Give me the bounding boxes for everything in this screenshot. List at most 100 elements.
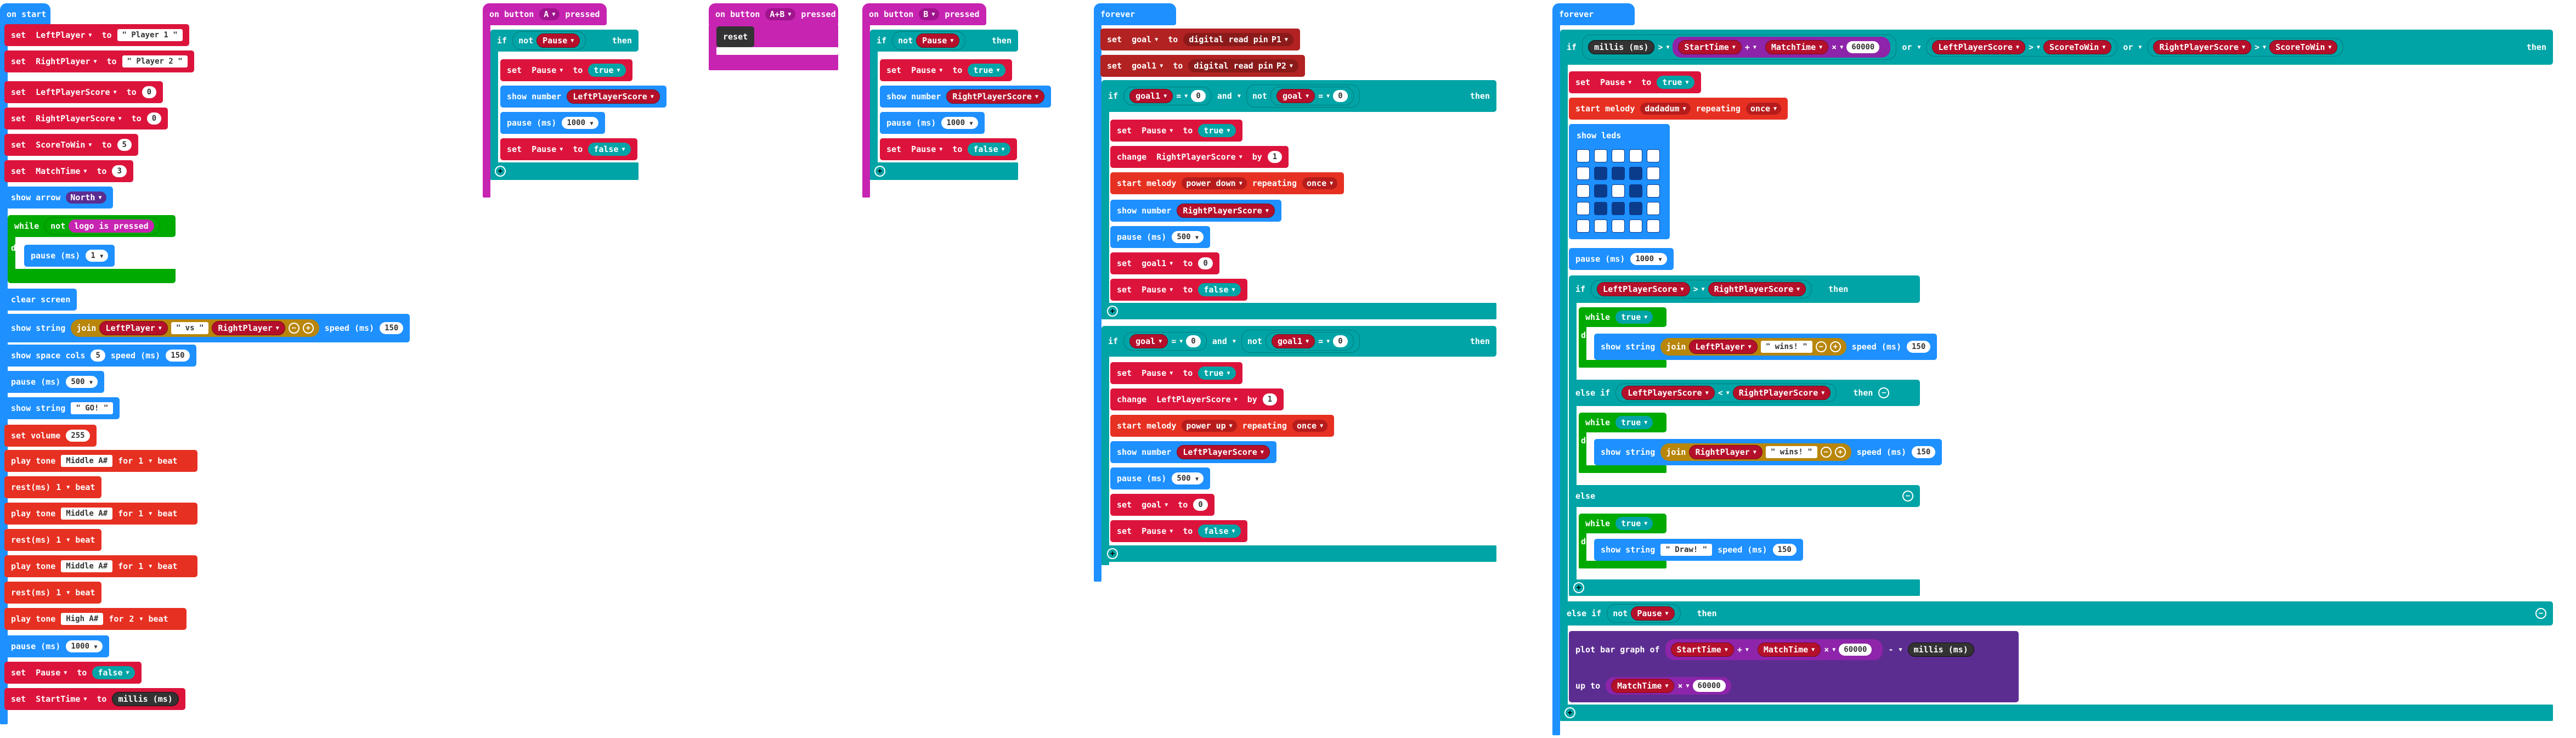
number-value[interactable]: 60000 — [1846, 41, 1880, 53]
clear-screen-block[interactable]: clear screen — [4, 289, 77, 311]
var-pill[interactable]: goal▼ — [1129, 334, 1168, 348]
var-dropdown[interactable]: Pause▼ — [907, 143, 947, 155]
pause-value[interactable]: 500 ▼ — [1172, 231, 1204, 243]
pause-value[interactable]: 1 ▼ — [86, 250, 109, 262]
var-dropdown[interactable]: goal▼ — [1127, 33, 1162, 46]
add-else-icon[interactable]: + — [495, 166, 506, 177]
compare-pill[interactable]: LeftPlayerScore▼>▼RightPlayerScore▼ — [1591, 280, 1812, 298]
note-value[interactable]: High A# — [61, 613, 104, 625]
led-cell[interactable] — [1647, 149, 1660, 162]
number-value[interactable]: 0 — [1333, 90, 1348, 102]
show-string-draw-block[interactable]: show string" Draw! "speed (ms)150 — [1594, 539, 1803, 561]
compare-pill[interactable]: LeftPlayerScore▼>▼ScoreToWin▼ — [1926, 38, 2118, 57]
math-pill[interactable]: MatchTime▼×▼60000 — [1606, 677, 1731, 695]
bool-pill[interactable]: true▼ — [1198, 367, 1236, 380]
number-value[interactable]: 0 — [1193, 499, 1208, 511]
pause-block[interactable]: pause (ms)1000 ▼ — [500, 112, 605, 134]
var-pill[interactable]: goal▼ — [1276, 89, 1315, 103]
pause-1000-block[interactable]: pause (ms)1000 ▼ — [4, 635, 109, 657]
string-value[interactable]: " wins! " — [1760, 341, 1812, 353]
led-cell[interactable] — [1629, 219, 1642, 233]
add-else-icon[interactable]: + — [874, 166, 885, 177]
string-value[interactable]: " GO! " — [71, 402, 114, 414]
var-dropdown[interactable]: Pause▼ — [527, 143, 567, 155]
pause-block[interactable]: pause (ms)500 ▼ — [1110, 226, 1211, 248]
reset-block[interactable]: reset — [716, 26, 755, 47]
var-pill[interactable]: Pause▼ — [916, 33, 960, 48]
led-cell[interactable] — [1647, 167, 1660, 180]
else-block[interactable]: else− — [1569, 485, 1920, 507]
var-dropdown[interactable]: Pause▼ — [31, 667, 71, 679]
bool-pill[interactable]: true▼ — [1198, 124, 1236, 137]
pause-block[interactable]: pause (ms)500 ▼ — [1110, 467, 1211, 489]
millis-pill[interactable]: millis (ms) — [1588, 40, 1655, 54]
pause-value[interactable]: 1000 ▼ — [941, 117, 978, 129]
repeat-dropdown[interactable]: once▼ — [1292, 420, 1328, 432]
var-dropdown[interactable]: Pause▼ — [1137, 284, 1177, 296]
bool-pill[interactable]: false▼ — [968, 143, 1010, 156]
var-dropdown[interactable]: goal▼ — [1137, 499, 1172, 511]
number-value[interactable]: 1 — [1262, 393, 1278, 405]
pause-value[interactable]: 1000 ▼ — [1630, 253, 1667, 265]
led-cell[interactable] — [1577, 219, 1590, 233]
forever-2-hat[interactable]: forever — [1552, 3, 1635, 25]
math-pill[interactable]: MatchTime▼×▼60000 — [1759, 38, 1885, 56]
beat-dropdown[interactable]: 1 — [56, 588, 61, 598]
led-cell[interactable] — [1594, 184, 1607, 198]
var-pill[interactable]: Pause▼ — [536, 33, 580, 48]
var-pill[interactable]: LeftPlayerScore▼ — [1177, 445, 1270, 459]
number-value[interactable]: 0 — [1191, 90, 1206, 102]
compare-pill[interactable]: goal1▼=▼0 — [1123, 87, 1212, 105]
bool-pill[interactable]: true▼ — [968, 64, 1005, 77]
var-dropdown[interactable]: RightPlayerScore▼ — [1152, 151, 1247, 163]
on-start-hat[interactable]: on start — [0, 3, 50, 25]
var-pill[interactable]: goal1▼ — [1271, 334, 1315, 348]
speed-value[interactable]: 150 — [1906, 341, 1931, 353]
led-cell[interactable] — [1612, 167, 1625, 180]
string-value[interactable]: " Draw! " — [1660, 544, 1713, 556]
led-cell[interactable] — [1594, 167, 1607, 180]
var-pill[interactable]: ScoreToWin▼ — [2269, 40, 2338, 54]
pause-value[interactable]: 500 ▼ — [66, 376, 98, 388]
bool-pill[interactable]: true▼ — [1615, 416, 1653, 429]
pause-block[interactable]: pause (ms)1000 ▼ — [880, 112, 985, 134]
led-cell[interactable] — [1594, 219, 1607, 233]
number-value[interactable]: 0 — [146, 112, 162, 125]
math-pill[interactable]: StartTime▼+▼MatchTime▼×▼60000 — [1665, 639, 1883, 660]
minus-icon[interactable]: − — [1820, 447, 1832, 458]
number-value[interactable]: 0 — [1333, 335, 1348, 347]
add-else-icon[interactable]: + — [1573, 582, 1584, 593]
var-dropdown[interactable]: RightPlayer▼ — [31, 55, 101, 67]
led-cell[interactable] — [1629, 167, 1642, 180]
bool-pill[interactable]: false▼ — [1198, 283, 1241, 296]
speed-value[interactable]: 150 — [1912, 446, 1936, 458]
led-cell[interactable] — [1647, 219, 1660, 233]
pause-value[interactable]: 500 ▼ — [1172, 472, 1204, 485]
